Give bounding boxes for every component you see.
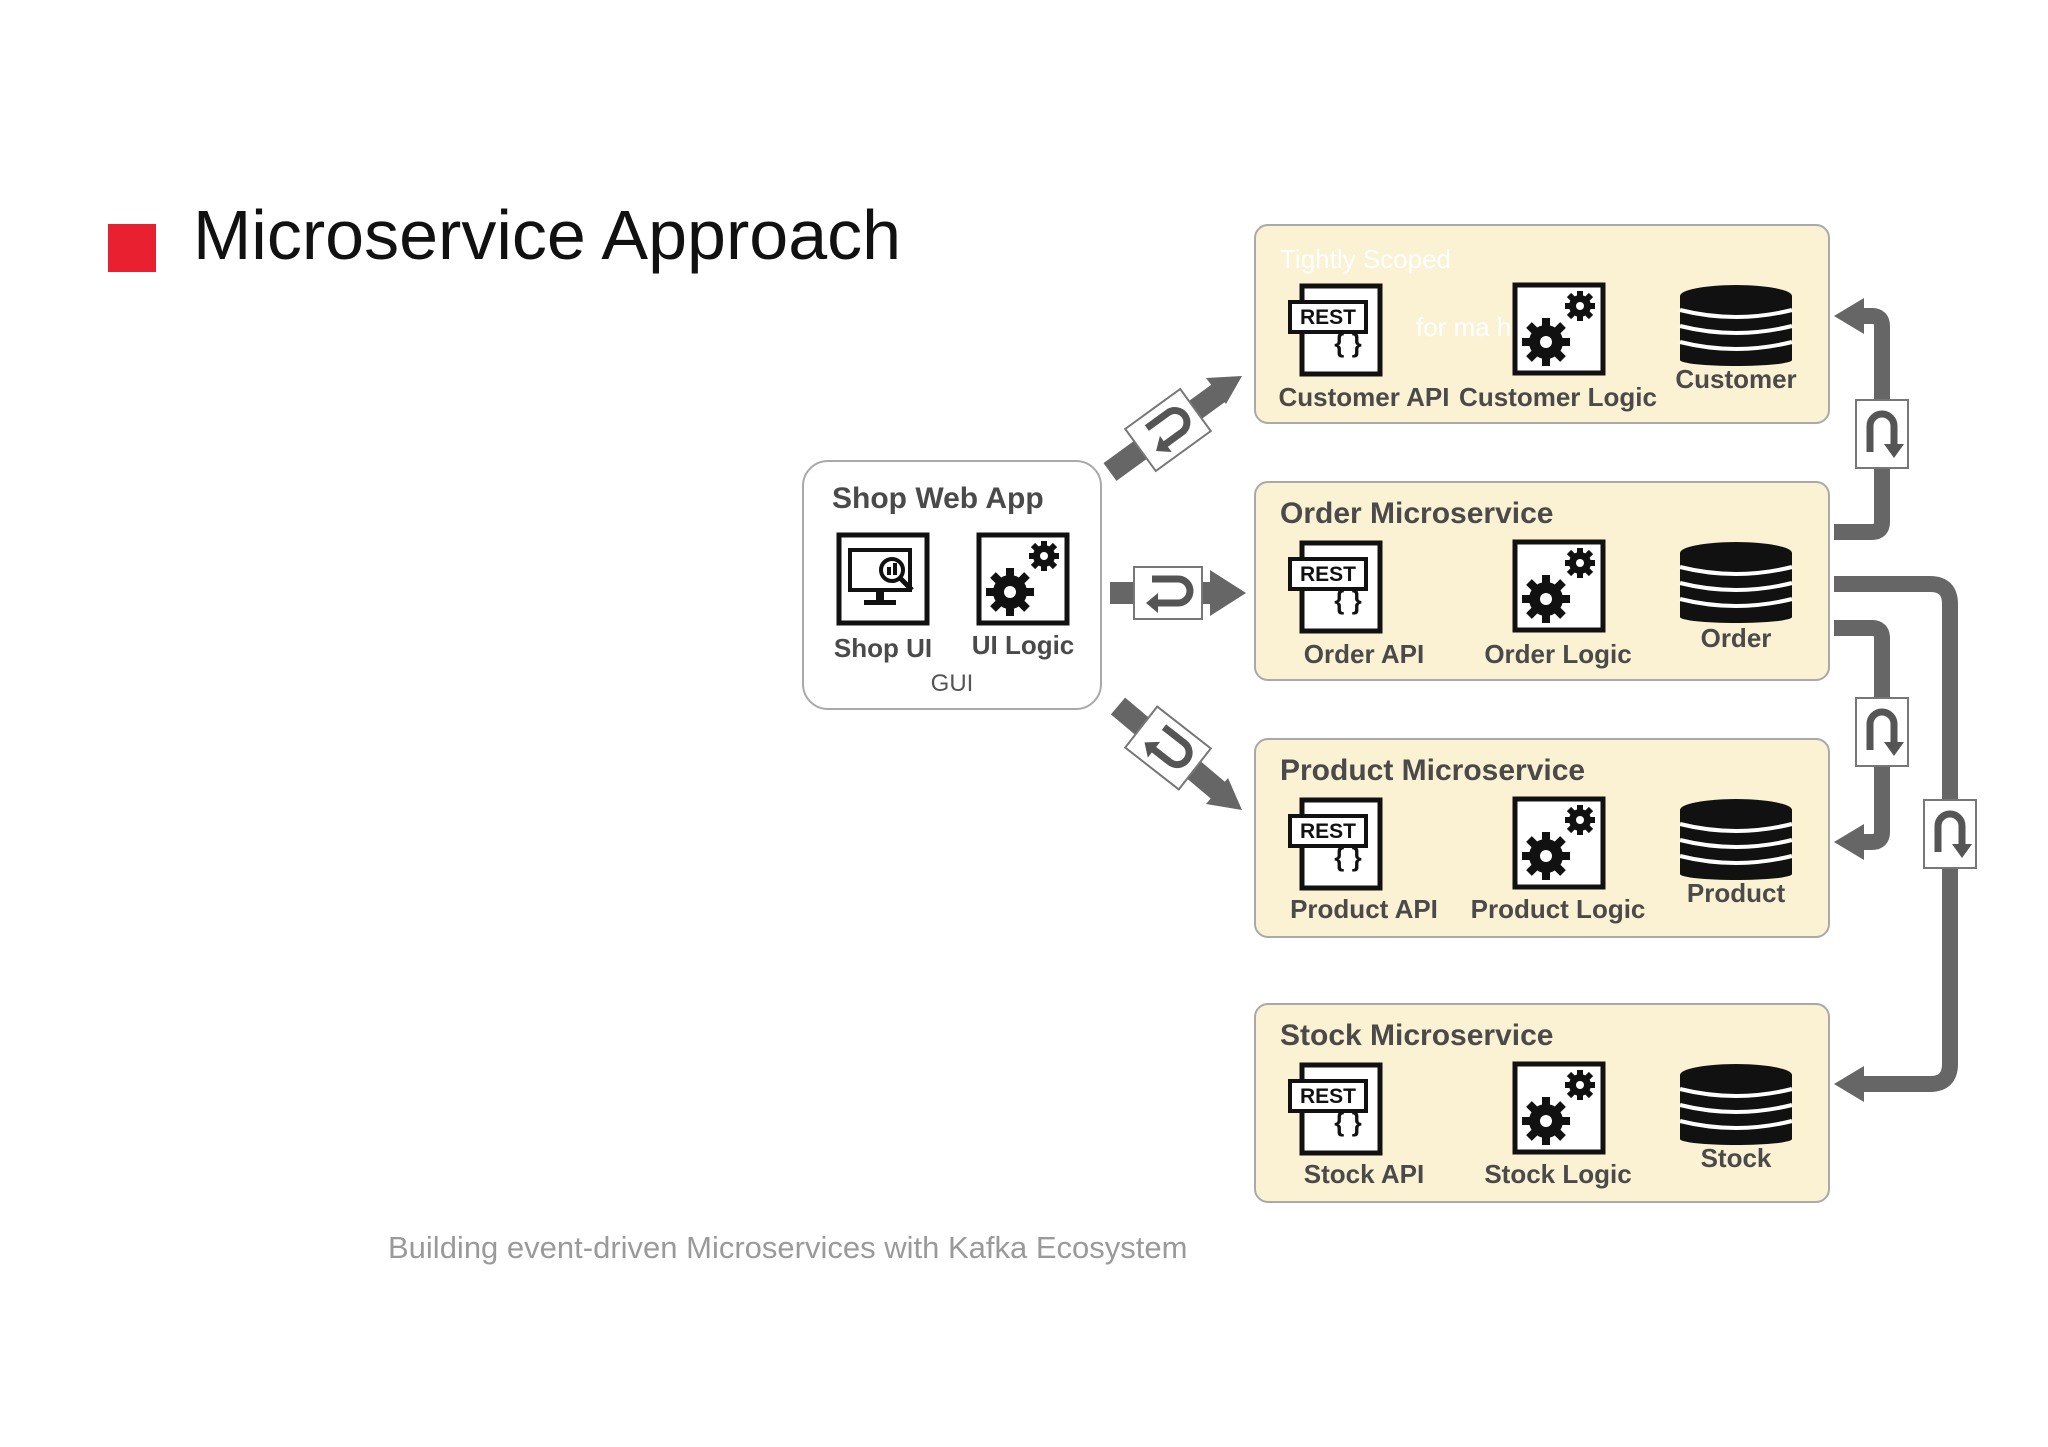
- product-logic-label: Product Logic: [1470, 894, 1646, 924]
- app-to-order-arrow: [1110, 567, 1246, 619]
- slide-title: Microservice Approach: [193, 196, 902, 274]
- database-icon: [1679, 799, 1793, 880]
- stock-logic-icon: [1512, 1061, 1608, 1162]
- customer-microservice-box: Tightly Scoped for ma heir o REST { } Cu…: [1254, 224, 1830, 424]
- svg-text:REST: REST: [1300, 563, 1356, 586]
- database-icon: [1679, 285, 1793, 366]
- customer-db-label: Customer: [1675, 364, 1797, 394]
- order-microservice-box: Order Microservice REST { } Order API Or…: [1254, 481, 1830, 681]
- stock-microservice-box: Stock Microservice REST { } Stock API St…: [1254, 1003, 1830, 1203]
- stock-service-title: Stock Microservice: [1280, 1019, 1554, 1052]
- svg-text:REST: REST: [1300, 820, 1356, 843]
- app-to-product-arrow: [1110, 697, 1242, 810]
- svg-text:{ }: { }: [1334, 585, 1361, 615]
- order-to-product-arrow: [1834, 620, 1908, 860]
- product-logic-icon: [1512, 796, 1608, 897]
- monitor-search-icon: [836, 532, 930, 626]
- stock-database-icon: [1678, 1063, 1794, 1150]
- stock-api-label: Stock API: [1303, 1159, 1425, 1189]
- customer-logic-label: Customer Logic: [1459, 382, 1657, 412]
- svg-text:{ }: { }: [1334, 1107, 1361, 1137]
- order-to-customer-arrow: [1834, 298, 1908, 540]
- product-database-icon: [1678, 798, 1794, 885]
- product-api-label: Product API: [1290, 894, 1438, 924]
- ui-logic-label: UI Logic: [971, 630, 1075, 660]
- gui-label: GUI: [930, 670, 974, 697]
- shop-web-app-box: Shop Web App Shop UI UI Logic GUI: [802, 460, 1102, 710]
- order-to-stock-arrow: [1834, 576, 1976, 1102]
- rest-api-icon: REST { }: [1288, 540, 1383, 634]
- order-api-label: Order API: [1303, 639, 1425, 669]
- order-logic-icon: [1512, 539, 1608, 640]
- ui-logic-gears-icon: [976, 532, 1070, 626]
- svg-text:{ }: { }: [1334, 842, 1361, 872]
- gears-icon: [1512, 539, 1606, 633]
- database-icon: [1679, 1064, 1793, 1145]
- title-bullet-square: [108, 224, 156, 272]
- svg-text:{ }: { }: [1334, 328, 1361, 358]
- order-service-title: Order Microservice: [1280, 497, 1554, 530]
- gears-icon: [1512, 1061, 1606, 1155]
- database-icon: [1679, 542, 1793, 623]
- order-db-label: Order: [1700, 623, 1772, 653]
- order-api-icon: REST { }: [1288, 539, 1384, 640]
- slide-footer: Building event-driven Microservices with…: [388, 1230, 1188, 1265]
- customer-logic-icon: [1512, 282, 1608, 383]
- customer-database-icon: [1678, 284, 1794, 371]
- stock-api-icon: REST { }: [1288, 1061, 1384, 1162]
- order-database-icon: [1678, 541, 1794, 628]
- order-logic-label: Order Logic: [1484, 639, 1632, 669]
- stock-db-label: Stock: [1700, 1143, 1772, 1173]
- product-microservice-box: Product Microservice REST { } Product AP…: [1254, 738, 1830, 938]
- product-service-title: Product Microservice: [1280, 754, 1586, 787]
- customer-api-icon: REST { }: [1288, 282, 1384, 383]
- ghost-heading: Tightly Scoped: [1280, 244, 1452, 274]
- shop-ui-label: Shop UI: [833, 633, 933, 663]
- rest-api-icon: REST { }: [1288, 1062, 1383, 1156]
- product-db-label: Product: [1686, 878, 1786, 908]
- gears-icon: [1512, 796, 1606, 890]
- rest-api-icon: REST { }: [1288, 797, 1383, 891]
- app-to-customer-arrow: [1103, 376, 1242, 481]
- svg-text:REST: REST: [1300, 306, 1356, 329]
- svg-text:REST: REST: [1300, 1085, 1356, 1108]
- customer-api-label: Customer API: [1278, 382, 1450, 412]
- gears-icon: [1512, 282, 1606, 376]
- stock-logic-label: Stock Logic: [1484, 1159, 1632, 1189]
- shop-web-app-title: Shop Web App: [832, 482, 1044, 515]
- product-api-icon: REST { }: [1288, 796, 1384, 897]
- rest-api-icon: REST { }: [1288, 283, 1383, 377]
